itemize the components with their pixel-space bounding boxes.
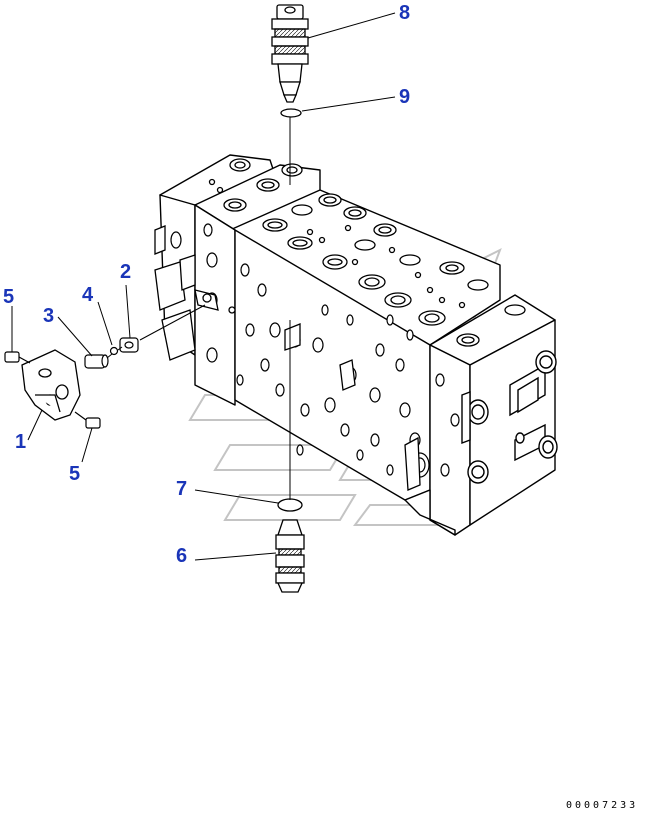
o-ring-top: [280, 108, 302, 118]
relief-valve-top: [271, 4, 309, 103]
callout-5-lower: 5: [69, 463, 81, 485]
bolt-lower: [74, 411, 101, 429]
o-ring-bottom: [277, 498, 303, 512]
valve-ports-top: [208, 158, 526, 347]
plug: [119, 337, 139, 353]
callout-1: 1: [15, 431, 27, 453]
valve-left-flanges: [154, 225, 421, 491]
bolt-upper: [4, 351, 31, 364]
cover-block: [21, 349, 81, 421]
control-valve-body: [159, 154, 556, 536]
sleeve: [84, 354, 109, 369]
valve-right-features: [461, 350, 558, 484]
callout-6: 6: [176, 545, 188, 567]
ball: [109, 346, 119, 356]
callout-9: 9: [399, 86, 411, 108]
callout-4: 4: [82, 284, 94, 306]
callout-8: 8: [399, 2, 411, 24]
leader-lines: [11, 12, 396, 561]
callout-5-upper: 5: [3, 286, 15, 308]
callout-2: 2: [120, 261, 132, 283]
callout-7: 7: [176, 478, 188, 500]
drawing-number: 00007233: [566, 800, 639, 811]
alignment-lines: [106, 117, 291, 500]
relief-valve-bottom: [275, 519, 305, 593]
callout-3: 3: [43, 305, 55, 327]
